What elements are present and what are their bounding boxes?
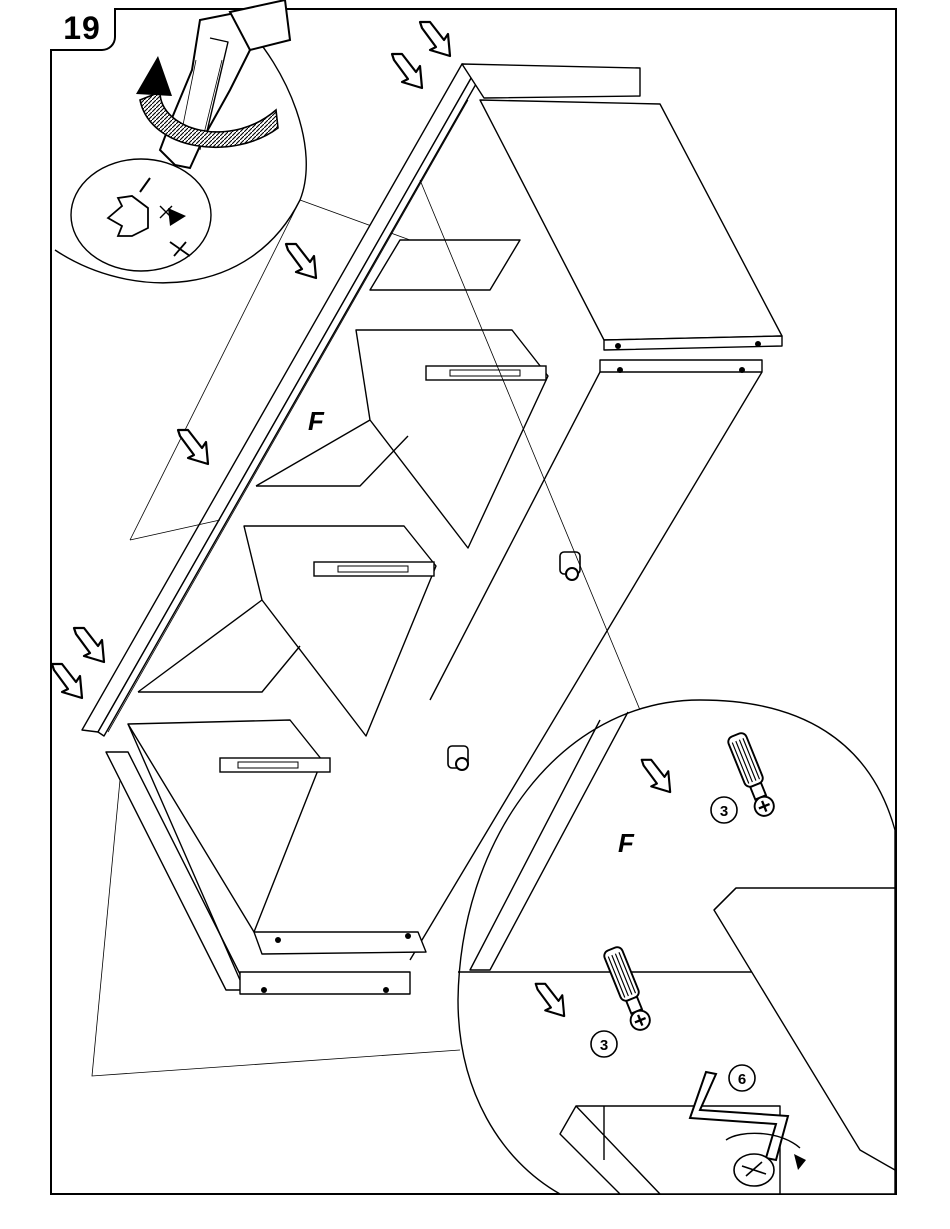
panel-mark-f-upper: F — [308, 406, 325, 436]
cam-lock-icon — [71, 159, 211, 271]
part-number: 3 — [600, 1037, 608, 1054]
leveling-foot-lower — [448, 746, 468, 770]
part-number: 3 — [720, 803, 728, 820]
leveling-foot-upper — [560, 552, 580, 580]
part-callout-hex-key: 6 — [729, 1065, 755, 1091]
press-arrow-icon — [52, 664, 82, 698]
press-arrow-icon — [286, 244, 316, 278]
dowel-detail: F 3 3 6 — [458, 700, 895, 1194]
side-panel-lower — [106, 720, 426, 994]
press-arrow-icon — [178, 430, 208, 464]
press-arrow-icon — [392, 54, 422, 88]
part-callout-dowel-bottom: 3 — [591, 1031, 617, 1057]
part-number: 6 — [738, 1071, 746, 1088]
press-arrow-icon — [74, 628, 104, 662]
part-callout-dowel-top: 3 — [711, 797, 737, 823]
press-arrow-icon — [420, 22, 450, 56]
panel-mark-f-detail: F — [618, 828, 635, 858]
